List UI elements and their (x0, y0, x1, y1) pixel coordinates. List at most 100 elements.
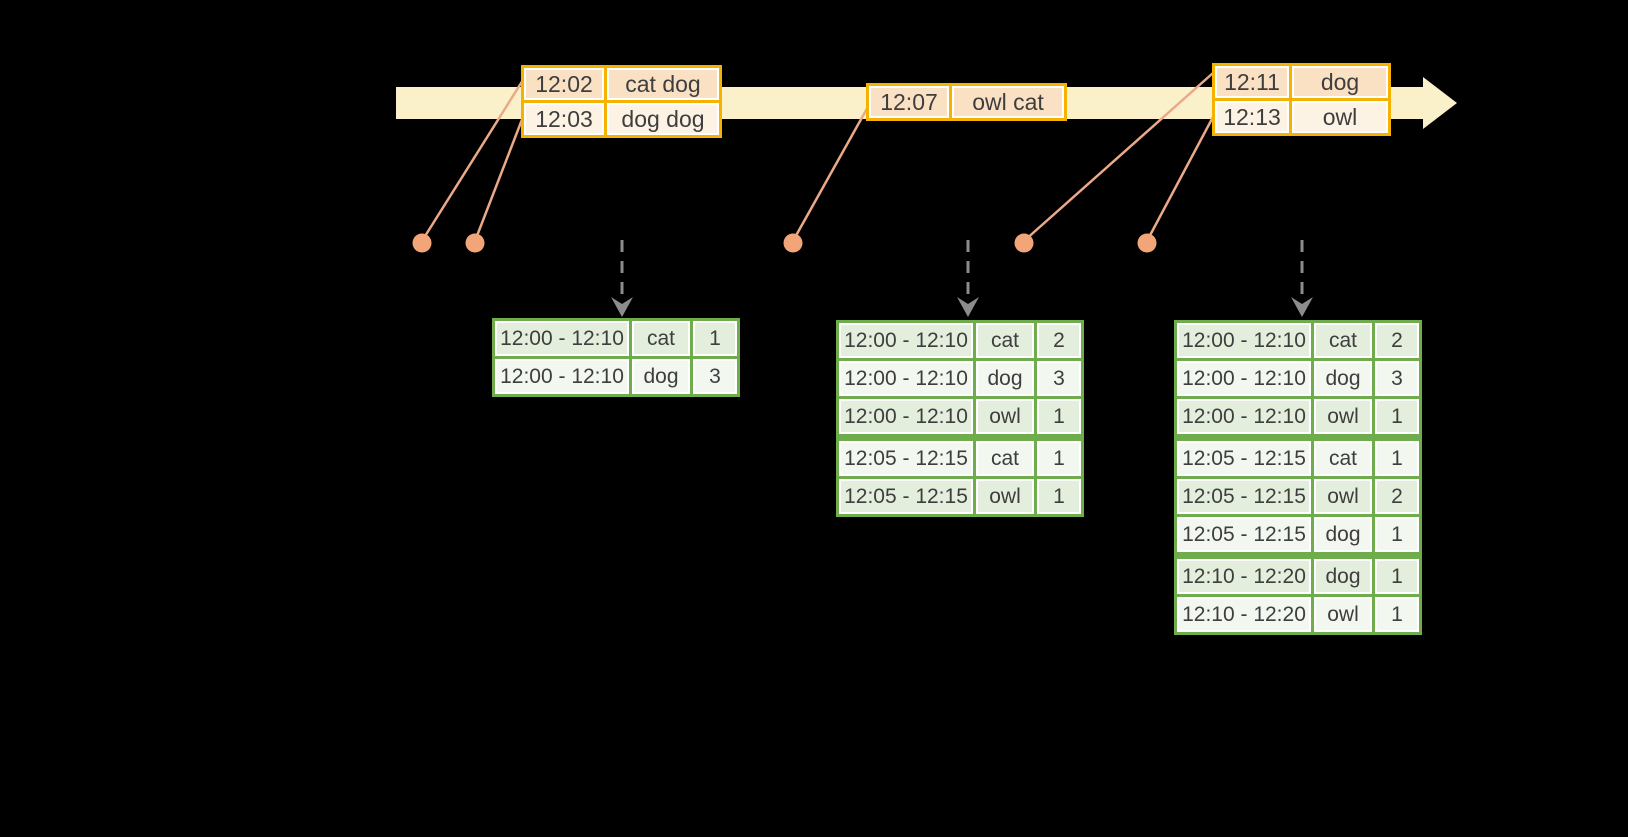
result-row: 12:00 - 12:10 dog 3 (839, 361, 1081, 396)
event-words-cell: owl cat (952, 86, 1064, 118)
result-window-cell: 12:10 - 12:20 (1177, 597, 1311, 632)
event-time-cell: 12:13 (1215, 101, 1289, 133)
result-word-cell: owl (1314, 399, 1372, 434)
event-row: 12:13 owl (1215, 101, 1388, 133)
result-table-3: 12:00 - 12:10 cat 2 12:00 - 12:10 dog 3 … (1174, 320, 1422, 635)
result-row: 12:10 - 12:20 owl 1 (1177, 597, 1419, 632)
event-row: 12:07 owl cat (869, 86, 1064, 118)
result-row: 12:05 - 12:15 owl 1 (839, 479, 1081, 514)
trigger-arrow-icon (1291, 240, 1313, 317)
result-count-cell: 2 (1037, 323, 1081, 358)
result-window-cell: 12:00 - 12:10 (1177, 361, 1311, 396)
result-word-cell: dog (1314, 559, 1372, 594)
result-row: 12:05 - 12:15 cat 1 (1177, 441, 1419, 476)
result-word-cell: owl (1314, 597, 1372, 632)
event-dot-icon (465, 233, 485, 253)
result-count-cell: 1 (1037, 441, 1081, 476)
result-count-cell: 1 (1375, 399, 1419, 434)
result-count-cell: 3 (693, 359, 737, 394)
result-window-cell: 12:05 - 12:15 (1177, 479, 1311, 514)
result-table-1: 12:00 - 12:10 cat 1 12:00 - 12:10 dog 3 (492, 318, 740, 397)
event-connector-line (420, 79, 525, 242)
result-word-cell: cat (976, 323, 1034, 358)
result-word-cell: dog (1314, 361, 1372, 396)
event-connector-line (1023, 72, 1214, 242)
result-row: 12:00 - 12:10 owl 1 (839, 399, 1081, 434)
result-word-cell: dog (1314, 517, 1372, 552)
event-time-cell: 12:07 (869, 86, 949, 118)
result-window-cell: 12:00 - 12:10 (839, 323, 973, 358)
result-count-cell: 3 (1375, 361, 1419, 396)
trigger-arrow-icon (611, 240, 633, 317)
result-word-cell: cat (976, 441, 1034, 476)
result-window-cell: 12:00 - 12:10 (495, 359, 629, 394)
trigger-arrow-icon (957, 240, 979, 317)
result-count-cell: 1 (1037, 479, 1081, 514)
result-row: 12:00 - 12:10 cat 2 (839, 323, 1081, 358)
event-dot-icon (1014, 233, 1034, 253)
result-count-cell: 1 (1375, 597, 1419, 632)
result-count-cell: 1 (693, 321, 737, 356)
result-count-cell: 1 (1375, 559, 1419, 594)
result-window-cell: 12:05 - 12:15 (839, 441, 973, 476)
result-row: 12:05 - 12:15 owl 2 (1177, 479, 1419, 514)
result-count-cell: 2 (1375, 479, 1419, 514)
result-row: 12:00 - 12:10 cat 1 (495, 321, 737, 356)
result-word-cell: dog (632, 359, 690, 394)
result-count-cell: 1 (1037, 399, 1081, 434)
event-table-1: 12:02 cat dog 12:03 dog dog (521, 65, 722, 138)
result-row: 12:00 - 12:10 cat 2 (1177, 323, 1419, 358)
event-connector-line (1145, 116, 1215, 242)
result-row: 12:05 - 12:15 dog 1 (1177, 517, 1419, 552)
event-words-cell: dog dog (607, 103, 719, 135)
timeline-arrowhead-icon (1423, 77, 1457, 129)
event-dot-icon (783, 233, 803, 253)
event-connector-lines (420, 72, 1215, 242)
trigger-arrow-head (611, 297, 633, 317)
event-words-cell: owl (1292, 101, 1388, 133)
event-table-2: 12:07 owl cat (866, 83, 1067, 121)
result-count-cell: 1 (1375, 517, 1419, 552)
result-window-cell: 12:00 - 12:10 (839, 361, 973, 396)
result-word-cell: owl (976, 399, 1034, 434)
result-window-cell: 12:05 - 12:15 (839, 479, 973, 514)
event-time-cell: 12:02 (524, 68, 604, 100)
event-time-cell: 12:11 (1215, 66, 1289, 98)
event-row: 12:02 cat dog (524, 68, 719, 100)
result-word-cell: dog (976, 361, 1034, 396)
result-word-cell: owl (1314, 479, 1372, 514)
result-window-cell: 12:00 - 12:10 (839, 399, 973, 434)
event-row: 12:03 dog dog (524, 103, 719, 135)
event-words-cell: dog (1292, 66, 1388, 98)
result-row: 12:00 - 12:10 dog 3 (495, 359, 737, 394)
event-words-cell: cat dog (607, 68, 719, 100)
event-table-3: 12:11 dog 12:13 owl (1212, 63, 1391, 136)
result-window-cell: 12:00 - 12:10 (495, 321, 629, 356)
result-row: 12:10 - 12:20 dog 1 (1177, 559, 1419, 594)
event-row: 12:11 dog (1215, 66, 1388, 98)
trigger-arrow-head (957, 297, 979, 317)
result-row: 12:00 - 12:10 dog 3 (1177, 361, 1419, 396)
result-window-cell: 12:00 - 12:10 (1177, 323, 1311, 358)
event-dot-icon (1137, 233, 1157, 253)
result-word-cell: owl (976, 479, 1034, 514)
result-word-cell: cat (1314, 441, 1372, 476)
result-word-cell: cat (632, 321, 690, 356)
result-table-2: 12:00 - 12:10 cat 2 12:00 - 12:10 dog 3 … (836, 320, 1084, 517)
result-count-cell: 3 (1037, 361, 1081, 396)
result-count-cell: 2 (1375, 323, 1419, 358)
result-count-cell: 1 (1375, 441, 1419, 476)
result-row: 12:00 - 12:10 owl 1 (1177, 399, 1419, 434)
trigger-arrow-head (1291, 297, 1313, 317)
event-connector-line (473, 116, 525, 242)
event-connector-line (791, 104, 871, 242)
event-dots (412, 233, 1157, 253)
result-word-cell: cat (1314, 323, 1372, 358)
event-dot-icon (412, 233, 432, 253)
result-row: 12:05 - 12:15 cat 1 (839, 441, 1081, 476)
result-window-cell: 12:00 - 12:10 (1177, 399, 1311, 434)
result-window-cell: 12:10 - 12:20 (1177, 559, 1311, 594)
event-time-cell: 12:03 (524, 103, 604, 135)
result-window-cell: 12:05 - 12:15 (1177, 441, 1311, 476)
